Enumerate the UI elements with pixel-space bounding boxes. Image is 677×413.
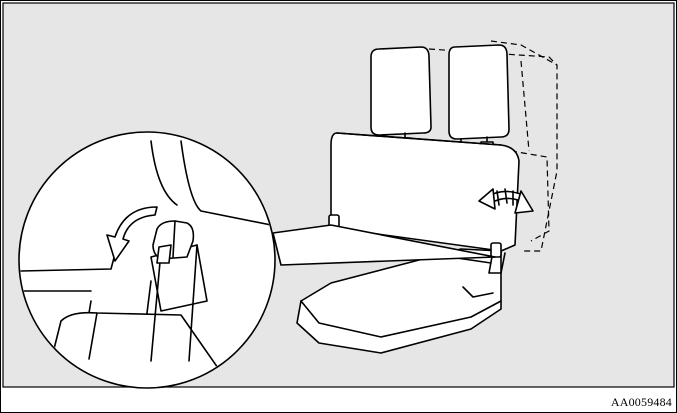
headrest-left <box>371 47 431 144</box>
figure-code: AA0059484 <box>611 395 672 410</box>
headrest-right <box>449 45 509 148</box>
